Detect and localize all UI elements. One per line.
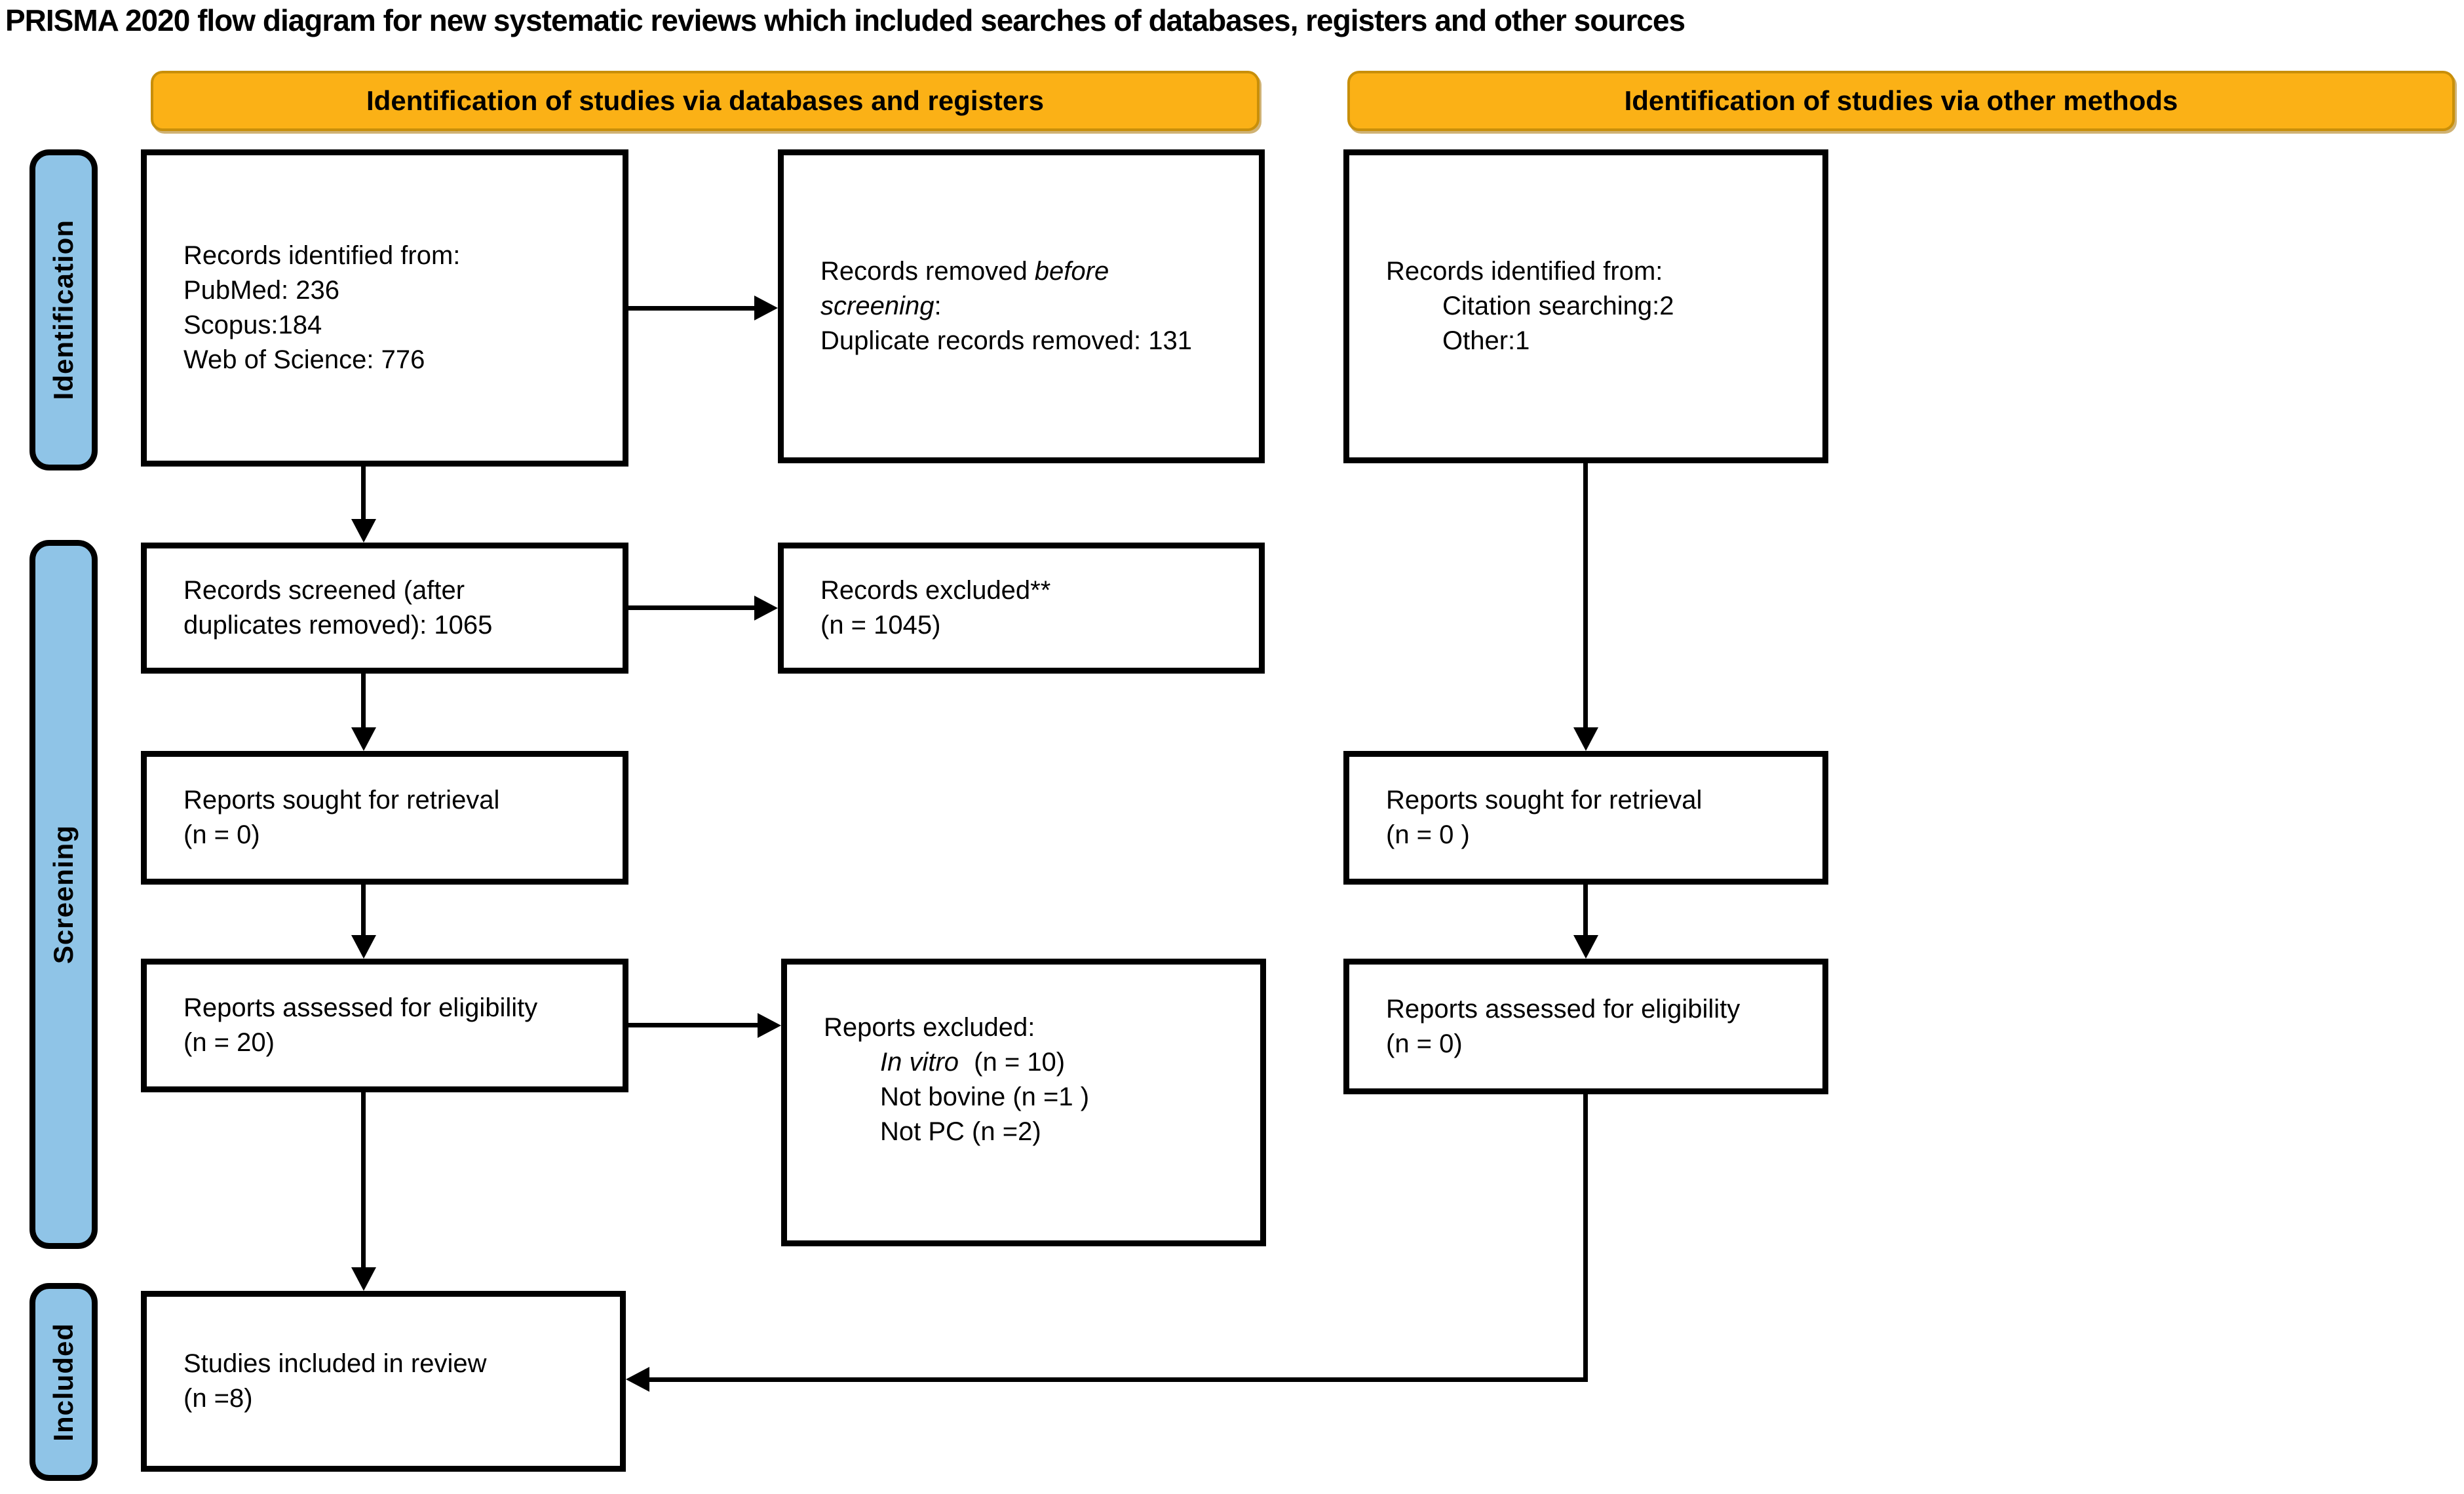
box-reports-sought-other: Reports sought for retrieval (n = 0 ) — [1343, 751, 1828, 885]
connector-assessed-to-excluded — [628, 1023, 759, 1027]
connector-other-assessed-down — [1583, 1094, 1588, 1382]
connector-sought-to-assessed — [361, 885, 366, 936]
box-line: Studies included in review — [183, 1349, 487, 1378]
box-reports-excluded: Reports excluded: In vitro (n = 10) Not … — [781, 959, 1266, 1246]
box-reports-assessed-other: Reports assessed for eligibility (n = 0) — [1343, 959, 1828, 1094]
box-line: Not bovine (n =1 ) — [880, 1082, 1090, 1111]
box-line: Citation searching:2 — [1442, 292, 1674, 320]
box-line: Duplicate records removed: 131 — [820, 326, 1192, 355]
box-records-removed-before-screening: Records removed before screening: Duplic… — [778, 149, 1265, 463]
box-line: Reports assessed for eligibility — [183, 993, 538, 1022]
box-reports-assessed-databases: Reports assessed for eligibility (n = 20… — [141, 959, 628, 1092]
box-records-identified-other: Records identified from: Citation search… — [1343, 149, 1828, 463]
box-line: duplicates removed): 1065 — [183, 611, 493, 640]
box-line: Records screened (after — [183, 576, 465, 605]
stage-screening-label: Screening — [48, 824, 79, 965]
box-studies-included: Studies included in review (n =8) — [141, 1291, 626, 1472]
column-header-other-methods-label: Identification of studies via other meth… — [1624, 85, 2178, 116]
box-line: (n =8) — [183, 1384, 253, 1413]
stage-identification-label: Identification — [48, 220, 79, 400]
connector-screened-to-sought — [361, 674, 366, 729]
stage-screening: Screening — [29, 540, 98, 1249]
box-line: Records excluded** — [820, 576, 1051, 605]
arrowhead-down-icon — [1573, 727, 1598, 751]
box-records-identified-databases: Records identified from: PubMed: 236 Sco… — [141, 149, 628, 467]
arrowhead-down-icon — [351, 935, 376, 959]
connector-other-assessed-to-included — [648, 1377, 1588, 1382]
box-line-italic: screening — [820, 292, 934, 320]
box-line-text: : — [934, 292, 942, 320]
box-line: (n = 0) — [1386, 1029, 1463, 1058]
arrowhead-right-icon — [758, 1013, 781, 1038]
box-line: Records identified from: — [1386, 257, 1663, 286]
arrowhead-right-icon — [754, 296, 778, 320]
box-line: Reports excluded: — [824, 1013, 1035, 1042]
connector-other-sought-to-assessed — [1583, 885, 1588, 936]
box-reports-sought-databases: Reports sought for retrieval (n = 0) — [141, 751, 628, 885]
stage-included-label: Included — [48, 1322, 79, 1442]
box-line-text: Records removed — [820, 257, 1035, 286]
box-line: screening: — [820, 289, 1242, 324]
diagram-title: PRISMA 2020 flow diagram for new systema… — [5, 3, 1685, 37]
box-line: Reports sought for retrieval — [183, 786, 500, 814]
box-line: (n = 0) — [183, 820, 260, 849]
box-line: (n = 1045) — [820, 611, 941, 640]
arrowhead-down-icon — [351, 519, 376, 543]
arrowhead-down-icon — [351, 727, 376, 751]
stage-included: Included — [29, 1283, 98, 1481]
box-line: Records identified from: — [183, 241, 461, 270]
connector-screened-to-excluded — [628, 605, 756, 610]
stage-identification: Identification — [29, 149, 98, 470]
box-line: (n = 20) — [183, 1028, 275, 1057]
box-records-excluded: Records excluded** (n = 1045) — [778, 543, 1265, 674]
arrowhead-left-icon — [626, 1367, 649, 1392]
box-records-screened: Records screened (after duplicates remov… — [141, 543, 628, 674]
connector-assessed-to-included — [361, 1092, 366, 1269]
arrowhead-down-icon — [1573, 935, 1598, 959]
box-line: In vitro (n = 10) — [824, 1045, 1243, 1080]
box-line: Reports sought for retrieval — [1386, 786, 1703, 814]
column-header-databases: Identification of studies via databases … — [151, 71, 1260, 131]
box-line: Reports assessed for eligibility — [1386, 994, 1741, 1024]
box-line: Records removed before — [820, 254, 1242, 289]
arrowhead-down-icon — [351, 1267, 376, 1291]
box-line: Scopus:184 — [183, 311, 322, 339]
connector-identified-to-removed — [628, 306, 756, 311]
column-header-databases-label: Identification of studies via databases … — [366, 85, 1044, 116]
connector-other-identified-to-sought — [1583, 463, 1588, 729]
box-line-italic: In vitro — [880, 1048, 959, 1077]
box-line-italic: before — [1034, 257, 1109, 286]
box-line-text: (n = 10) — [967, 1048, 1066, 1077]
box-line: (n = 0 ) — [1386, 820, 1470, 849]
box-line: Web of Science: 776 — [183, 345, 425, 374]
box-line: PubMed: 236 — [183, 276, 339, 305]
arrowhead-right-icon — [754, 596, 778, 621]
box-line: Other:1 — [1442, 326, 1530, 355]
box-line: Not PC (n =2) — [880, 1117, 1041, 1146]
connector-identified-to-screened — [361, 467, 366, 520]
column-header-other-methods: Identification of studies via other meth… — [1347, 71, 2455, 131]
